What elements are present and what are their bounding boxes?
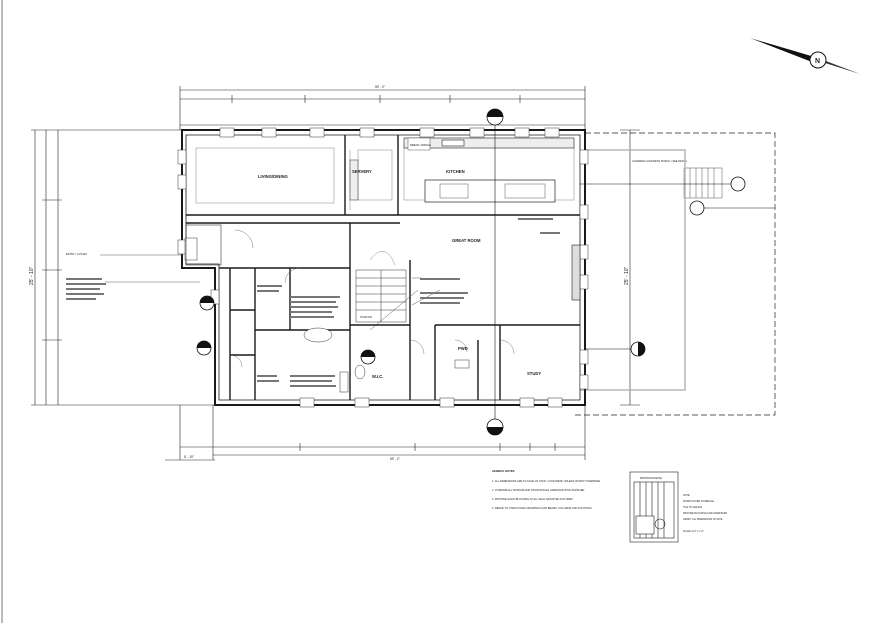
annotation-leaders [100,254,441,331]
bathroom-detail [629,471,679,543]
pantry-tag-box [407,137,431,151]
detail-note-4: VERIFY ALL DIMENSIONS ON SITE [683,518,723,521]
general-note-3: 3. PROVIDE SOLID BLOCKING AT ALL WALL MO… [492,497,573,501]
annotation-text-blocks [66,218,560,387]
porch-steps [683,167,723,199]
covered-porch-outline [575,132,776,416]
bath-fixtures [184,237,470,393]
room-wic: W.I.C. [372,374,383,379]
windows-right [579,149,589,390]
general-notes: GENERAL NOTES: 1. ALL DIMENSIONS ARE TO … [492,469,600,510]
right-dimension-strings [620,129,640,406]
detail-note-5: SCALE: 1/4" = 1'-0" [683,530,704,533]
room-kitchen: KITCHEN [446,169,465,174]
detail-note-0: NOTE: [683,494,691,497]
fireplace [571,244,581,301]
servery-counter [349,159,359,201]
top-overall-dimension: 59' - 0" [375,85,385,89]
stair [355,251,407,323]
pantry-tag: REBAR / FRIDGE [410,143,431,147]
left-overall-dimension: 25' - 10" [29,266,35,285]
north-arrow: N [750,38,860,74]
left-offset-dimension: 6' - 10" [184,455,194,459]
room-servery: SERVERY [352,169,372,174]
room-great-room: GREAT ROOM [452,238,481,243]
detail-note-2: TILE TO CEILING [683,506,702,509]
entry-closet [185,224,222,266]
general-note-1: 1. ALL DIMENSIONS ARE TO FACE OF STUD / … [492,479,600,483]
room-pwd: PWD [458,346,468,351]
svg-text:N: N [815,58,820,65]
section-marker-halves [197,109,645,435]
right-overall-dimension: 25' - 10" [624,266,630,285]
general-notes-heading: GENERAL NOTES: [492,469,515,473]
detail-notes: NOTE: FINISH AS PER SCHEDULE TILE TO CEI… [683,494,728,533]
top-dimension-strings [179,86,586,130]
entry-note: ENTRY / CLOSET [66,252,88,256]
stair-note: STAIR DN [360,315,372,319]
room-study: STUDY [527,371,541,376]
faint-deck-outline [580,149,686,391]
porch-note: COVERED CONCRETE PORCH / SEE DETAIL [632,159,688,163]
interior-walls [186,135,580,400]
kitchen-island [424,179,556,203]
windows-bottom [299,397,563,408]
section-cut-lines [494,125,775,419]
bottom-overall-dimension: 59' - 2" [390,457,400,461]
detail-note-1: FINISH AS PER SCHEDULE [683,500,714,503]
general-note-2: 2. CONFIRM ALL WINDOW AND DOOR ROUGH OPE… [492,488,585,492]
windows-left [177,149,220,305]
general-note-4: 4. REFER TO STRUCTURAL DRAWINGS FOR BEAM… [492,506,592,510]
section-markers [196,108,746,436]
door-swings [229,229,515,368]
room-living-dining: LIVING/DINING [258,174,288,179]
left-dimension-strings [31,129,215,406]
windows-top [219,127,560,138]
kitchen-counter [403,137,575,149]
bottom-dimension-strings [165,405,586,461]
detail-title: BATHROOM DETAIL [640,477,663,480]
detail-note-3: PROVIDE BLOCKING FOR GRAB BARS [683,512,728,515]
